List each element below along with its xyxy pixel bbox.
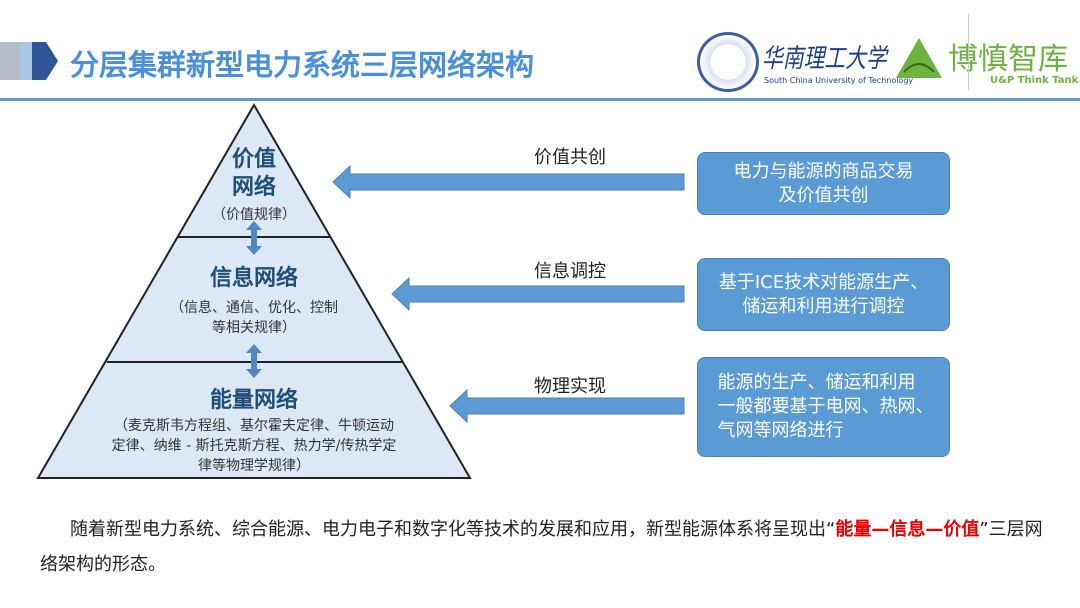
think-tank-logo-icon <box>896 38 942 78</box>
arrows <box>332 164 685 424</box>
header-divider <box>0 98 1080 101</box>
think-tank-name-en: U&P Think Tank <box>990 75 1079 86</box>
box-line: 基于ICE技术对能源生产、 <box>718 271 929 293</box>
paragraph-highlight: 能量—信息—价值 <box>835 519 980 540</box>
layer-info-desc-line2: 等相关规律） <box>212 320 296 336</box>
university-name-en: South China University of Technology <box>764 76 914 85</box>
box-line: 一般都要基于电网、热网、 <box>717 396 934 417</box>
layer-info-title: 信息网络 <box>209 266 298 291</box>
double-arrow-icon <box>246 221 262 378</box>
box-line: 电力与能源的商品交易 <box>733 160 914 182</box>
paragraph-text: 随着新型电力系统、综合能源、电力电子和数字化等技术的发展和应用，新型能源体系将呈… <box>70 519 836 540</box>
arrow-left-icon <box>391 276 685 312</box>
page-title: 分层集群新型电力系统三层网络架构 <box>70 48 535 82</box>
box-line: 能源的生产、储运和利用 <box>717 372 916 393</box>
box-line: 储运和利用进行调控 <box>742 295 905 317</box>
box-physical: 能源的生产、储运和利用一般都要基于电网、热网、气网等网络进行 <box>697 357 950 457</box>
layer-energy-desc: （麦克斯韦方程组、基尔霍夫定律、牛顿运动 定律、纳维 - 斯托克斯方程、热力学/… <box>74 416 434 476</box>
layer-energy-desc-line1: （麦克斯韦方程组、基尔霍夫定律、牛顿运动 <box>114 418 394 434</box>
pyramid <box>36 103 472 479</box>
box-line: 气网等网络进行 <box>717 420 844 441</box>
layer-value-title-line2: 网络 <box>231 175 276 200</box>
logo-divider <box>968 14 969 90</box>
layer-energy-desc-line3: 律等物理学规律） <box>198 458 310 474</box>
box-line: 及价值共创 <box>778 184 869 206</box>
think-tank-name-cn: 博慎智库 <box>948 42 1068 77</box>
layer-value-desc: （价值规律） <box>212 207 296 223</box>
paragraph-text-end: ”三层网络架构的形态。 <box>40 519 1043 575</box>
layer-info-desc: （信息、通信、优化、控制 等相关规律） <box>134 298 374 338</box>
university-name-cn: 华南理工大学 <box>762 44 887 74</box>
box-value-creation: 电力与能源的商品交易及价值共创 <box>697 152 950 215</box>
layer-energy-title: 能量网络 <box>209 388 298 413</box>
arrow-left-icon <box>449 388 685 424</box>
box-info-control: 基于ICE技术对能源生产、储运和利用进行调控 <box>697 258 950 331</box>
layer-value-title: 价值 网络 <box>204 146 304 202</box>
header-decoration <box>0 42 58 80</box>
arrow-left-icon <box>332 164 685 200</box>
layer-value-title-line1: 价值 <box>231 147 276 172</box>
summary-paragraph: 随着新型电力系统、综合能源、电力电子和数字化等技术的发展和应用，新型能源体系将呈… <box>40 512 1050 582</box>
arrow-label-info: 信息调控 <box>534 261 606 282</box>
layer-energy-desc-line2: 定律、纳维 - 斯托克斯方程、热力学/传热学定 <box>111 438 397 454</box>
arrow-label-value: 价值共创 <box>534 147 606 168</box>
university-logo <box>697 32 759 92</box>
arrow-label-physical: 物理实现 <box>534 376 606 397</box>
layer-info-desc-line1: （信息、通信、优化、控制 <box>170 300 338 316</box>
